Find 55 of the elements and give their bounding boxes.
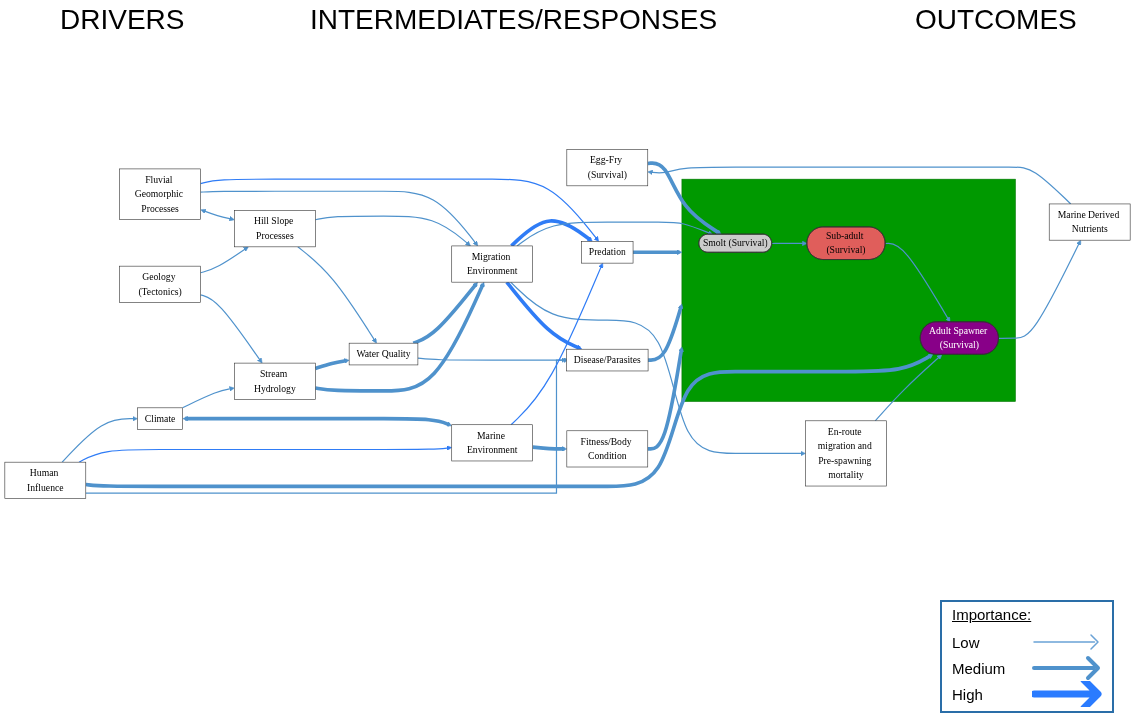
arrow	[85, 353, 934, 489]
process-box: Predation	[581, 241, 634, 264]
arrow	[181, 386, 235, 409]
arrow	[199, 294, 263, 364]
arrow	[648, 303, 684, 362]
arrow	[199, 178, 599, 242]
process-box: Disease/Parasites	[566, 348, 649, 372]
arrow	[532, 445, 568, 452]
process-box: Marine Environment	[451, 424, 533, 462]
arrow	[315, 281, 485, 393]
process-box: Egg-Fry (Survival)	[566, 149, 649, 187]
arrow	[647, 161, 722, 235]
arrow	[998, 239, 1081, 339]
column-heading: OUTCOMES	[915, 4, 1077, 36]
legend-text: High	[952, 685, 983, 703]
process-box: Stream Hydrology	[234, 362, 316, 400]
arrow	[61, 416, 138, 463]
arrow	[200, 208, 235, 222]
column-heading: INTERMEDIATES/RESPONSES	[310, 4, 718, 36]
process-box: Human Influence	[4, 461, 87, 499]
arrow	[510, 262, 604, 426]
process-box: En-route migration and Pre-spawning mortality	[805, 420, 887, 487]
process-box: Hill Slope Processes	[234, 210, 316, 248]
arrow	[505, 281, 583, 350]
arrow	[417, 357, 567, 363]
legend-title: Importance:	[952, 606, 1032, 623]
arrow	[78, 445, 452, 463]
outcome-panel	[681, 178, 1016, 402]
arrow	[199, 190, 479, 247]
process-box: Fluvial Geomorphic Processes	[119, 168, 201, 220]
process-box: Climate	[137, 407, 183, 430]
process-box: Adult Spawner (Survival)	[919, 321, 999, 355]
arrow	[314, 215, 471, 247]
arrow	[771, 240, 808, 247]
process-box: Marine Derived Nutrients	[1048, 203, 1131, 241]
arrow	[412, 281, 478, 345]
arrow	[314, 358, 350, 371]
process-box: Smolt (Survival)	[698, 233, 772, 253]
arrow	[647, 346, 684, 451]
process-box: Migration Environment	[451, 245, 533, 283]
process-box: Geology (Tectonics)	[119, 265, 201, 303]
arrow	[884, 242, 951, 323]
column-heading: DRIVERS	[60, 4, 185, 36]
arrow	[182, 416, 452, 427]
legend-text: Low	[952, 633, 980, 651]
arrow	[633, 249, 683, 255]
arrow	[647, 166, 1072, 205]
process-box: Fitness/Body Condition	[566, 430, 649, 468]
arrow	[297, 246, 377, 344]
arrow	[516, 221, 713, 247]
arrow	[199, 246, 249, 274]
arrow	[874, 354, 943, 422]
process-box: Water Quality	[348, 342, 419, 366]
arrow	[510, 281, 806, 457]
legend-text: Medium	[952, 659, 1006, 677]
